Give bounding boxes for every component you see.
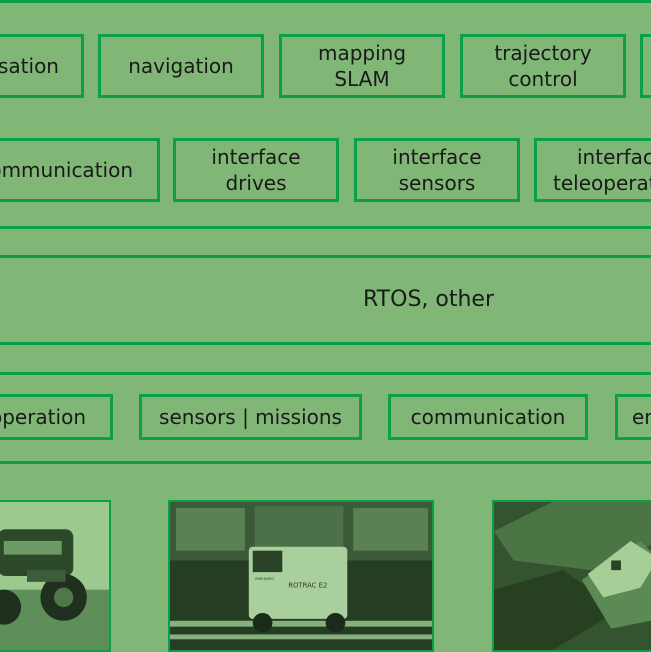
- module-line: SLAM: [334, 67, 390, 91]
- module-navigation: navigation: [98, 34, 264, 98]
- module-teleoperation: operation: [0, 394, 113, 440]
- module-line: operation: [0, 405, 86, 429]
- rail-vehicle-image: ROTRAC E2 ZWEIWEG: [170, 502, 432, 650]
- module-line: sensors: [398, 171, 476, 195]
- tractor-image: [0, 502, 109, 650]
- top-band-edge: [0, 0, 651, 3]
- module-communication-app: communication: [388, 394, 588, 440]
- module-line: sation: [0, 54, 59, 78]
- module-line: mapping: [317, 41, 407, 65]
- module-line: en: [632, 405, 651, 429]
- module-communication: ommunication: [0, 138, 160, 202]
- module-line: interface: [577, 145, 651, 169]
- module-cut-off-right-top: [640, 34, 651, 98]
- rtos-layer: [0, 255, 651, 345]
- module-line: communication: [410, 405, 566, 429]
- photo-rail-vehicle: ROTRAC E2 ZWEIWEG: [168, 500, 434, 652]
- module-interface-drives: interface drives: [173, 138, 339, 202]
- rtos-label: RTOS, other: [363, 287, 495, 312]
- module-mapping-slam: mapping SLAM: [279, 34, 445, 98]
- application-layer: [0, 372, 651, 464]
- photo-aerial-robot: [492, 500, 651, 652]
- module-cut-off-right-app: en: [615, 394, 651, 440]
- rail-vehicle-text: ROTRAC E2: [288, 582, 327, 590]
- module-localisation: sation: [0, 34, 84, 98]
- module-line: trajectory: [494, 41, 592, 65]
- module-line: sensors | missions: [159, 405, 342, 429]
- module-line: teleoperati: [553, 171, 651, 195]
- module-line: drives: [225, 171, 287, 195]
- module-line: navigation: [128, 54, 234, 78]
- rail-vehicle-brand: ZWEIWEG: [255, 576, 275, 581]
- module-line: ommunication: [0, 158, 133, 182]
- module-line: interface: [392, 145, 482, 169]
- module-interface-sensors: interface sensors: [354, 138, 520, 202]
- module-interface-teleoperation: interface teleoperati: [534, 138, 651, 202]
- module-sensors-missions: sensors | missions: [139, 394, 362, 440]
- photo-tractor: [0, 500, 111, 652]
- module-trajectory-control: trajectory control: [460, 34, 626, 98]
- module-line: control: [508, 67, 578, 91]
- aerial-robot-image: [494, 502, 651, 650]
- module-line: interface: [211, 145, 301, 169]
- layer-separator-band: [0, 226, 651, 258]
